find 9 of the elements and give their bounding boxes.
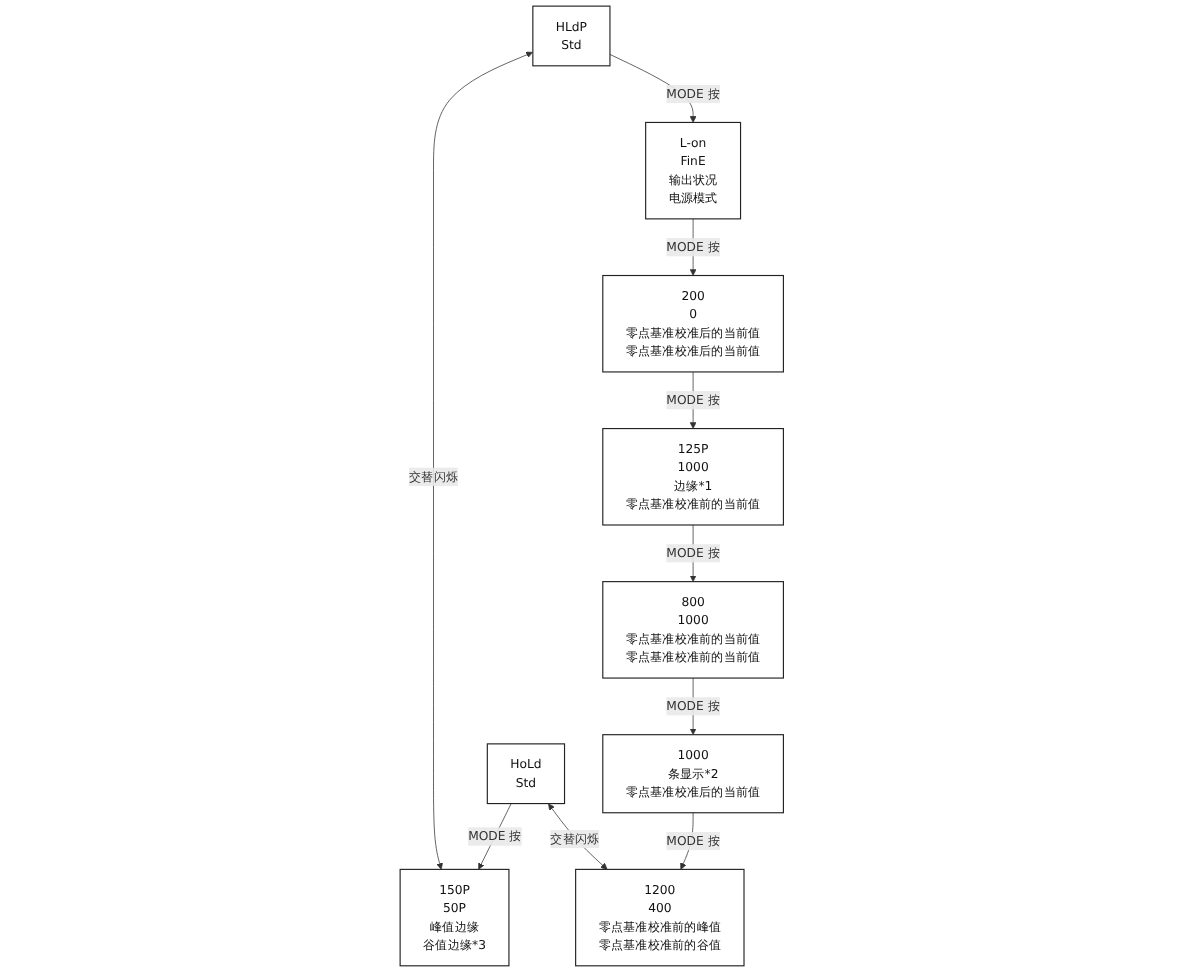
node-box	[575, 868, 745, 967]
node-box	[399, 868, 510, 967]
node-box	[602, 734, 785, 814]
node-box	[602, 274, 785, 373]
node-box	[486, 743, 566, 805]
node-box	[532, 5, 611, 67]
node-box	[602, 581, 785, 679]
node-box	[645, 121, 742, 220]
node-box	[602, 428, 785, 526]
